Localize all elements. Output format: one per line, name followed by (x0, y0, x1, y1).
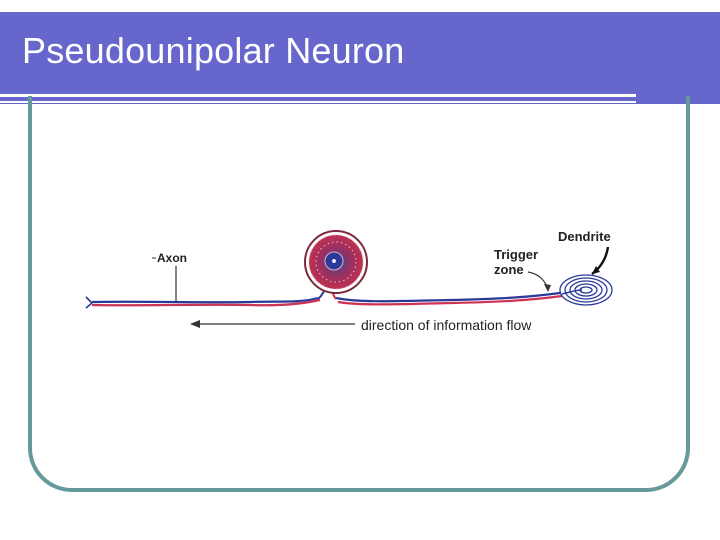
dendrite-label: Dendrite (558, 229, 611, 244)
content-frame (28, 96, 690, 492)
axon-fiber (85, 296, 321, 309)
cell-body (304, 230, 368, 294)
slide-title: Pseudounipolar Neuron (22, 30, 405, 71)
title-underline (0, 94, 636, 97)
axon-label: Axon (157, 251, 187, 265)
flow-arrow-head (190, 320, 200, 328)
trigger-zone-label-line1: Trigger (494, 247, 538, 262)
trigger-zone-leader (527, 271, 549, 291)
trigger-zone-arrowhead (544, 284, 551, 292)
dendrite-arrowhead (592, 266, 600, 274)
peripheral-fiber (335, 291, 563, 306)
flow-label: direction of information flow (361, 317, 532, 333)
trigger-zone-label-line2: zone (494, 262, 524, 277)
title-underline-thin (0, 101, 636, 103)
title-bar (0, 12, 720, 104)
sensory-receptor (559, 274, 613, 306)
